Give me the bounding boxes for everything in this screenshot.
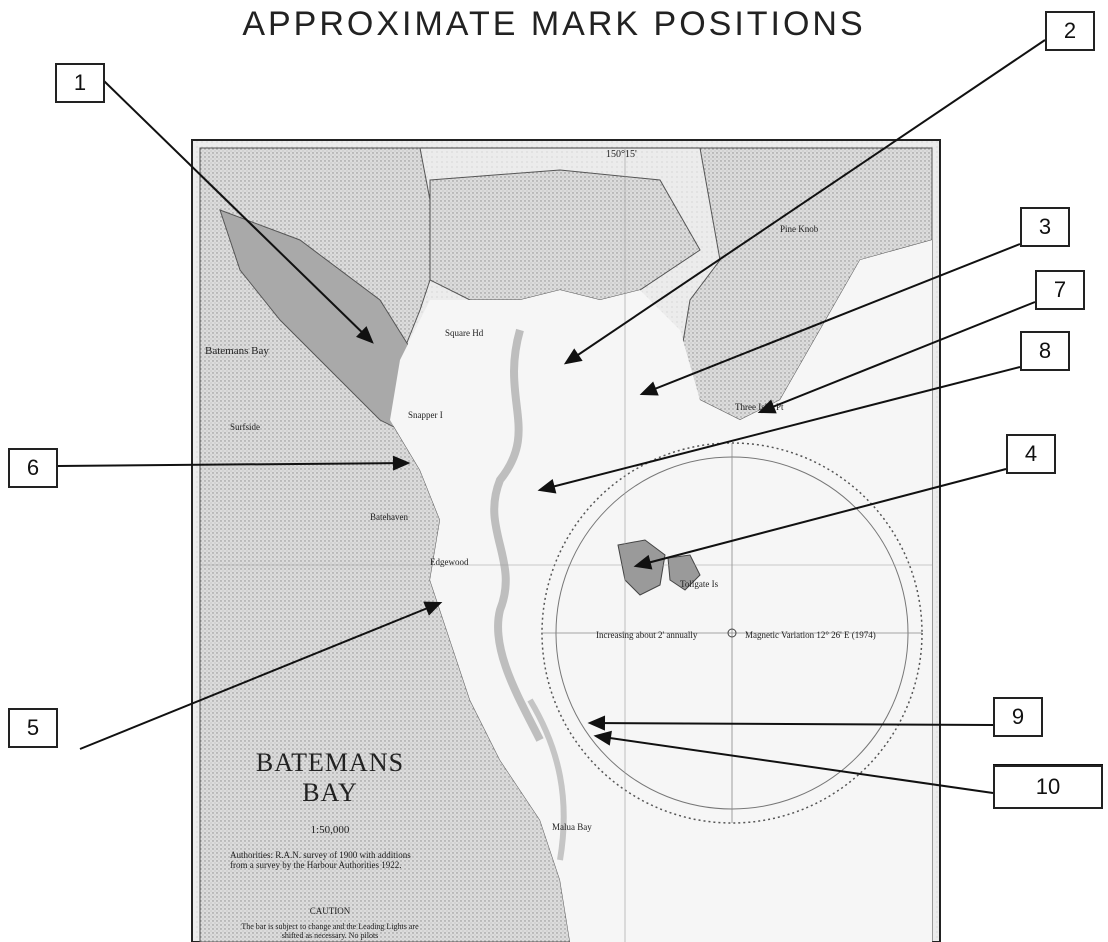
place-three-islet-point: Three Islet Pt [735,402,784,412]
leader-line-10 [595,735,994,794]
arrowhead-2 [563,348,583,365]
leader-line-2 [565,39,1046,364]
annual-change-label: Increasing about 2' annually [596,630,698,640]
arrowhead-7 [757,399,777,414]
mark-label-9: 9 [993,697,1043,737]
mark-leader-lines [57,39,1103,794]
arrowhead-10 [593,730,612,746]
place-snapper-island: Snapper I [408,410,443,420]
caution-heading: CAUTION [309,906,351,916]
chart-name: BATEMANS BAY [255,748,405,807]
arrowhead-3 [639,381,659,396]
place-batehaven: Batehaven [370,512,408,522]
chart-scale: 1:50,000 [310,824,350,836]
leader-line-8 [539,366,1021,491]
land-west [199,147,933,942]
chart-grid [200,148,932,942]
mark-label-3: 3 [1020,207,1070,247]
arrowhead-1 [356,326,374,344]
place-malua-bay: Malua Bay [552,822,592,832]
leader-line-3 [641,243,1021,395]
longitude-label: 150°15' [606,149,637,160]
place-square-head: Square Hd [445,328,484,338]
place-surfside: Surfside [230,422,260,432]
mark-label-10: 10 [993,765,1103,809]
magnetic-variation-label: Magnetic Variation 12° 26' E (1974) [745,630,876,640]
mark-label-4: 4 [1006,434,1056,474]
leader-line-5 [79,602,441,750]
arrowhead-6 [392,455,411,471]
caution-text: The bar is subject to change and the Lea… [241,922,419,940]
leader-line-6 [57,462,409,467]
mark-label-1: 1 [55,63,105,103]
arrowhead-9 [587,715,606,731]
mark-label-8: 8 [1020,331,1070,371]
leader-line-9 [589,722,994,726]
place-batemans-bay: Batemans Bay [205,345,269,357]
mark-label-6: 6 [8,448,58,488]
mark-label-7: 7 [1035,270,1085,310]
place-tollgate-islands: Tollgate Is [680,579,719,589]
place-pine-knob: Pine Knob [780,224,819,234]
arrowhead-8 [537,478,557,494]
arrowhead-4 [633,554,653,570]
leader-line-1 [102,79,373,343]
arrowhead-5 [423,601,443,616]
chart-text: Batemans Bay Snapper I Edgewood Malua Ba… [205,149,876,832]
chart-title-block: BATEMANS BAY 1:50,000 Authorities: R.A.N… [230,748,430,940]
place-edgewood: Edgewood [430,557,469,567]
leader-line-4 [635,468,1007,567]
bay-water [390,240,932,942]
compass-rose [541,442,923,824]
mark-label-2: 2 [1045,11,1095,51]
page-title: APPROXIMATE MARK POSITIONS [242,5,866,43]
chart-authorities: Authorities: R.A.N. survey of 1900 with … [230,850,411,870]
mark-label-5: 5 [8,708,58,748]
leader-line-7 [759,301,1036,413]
